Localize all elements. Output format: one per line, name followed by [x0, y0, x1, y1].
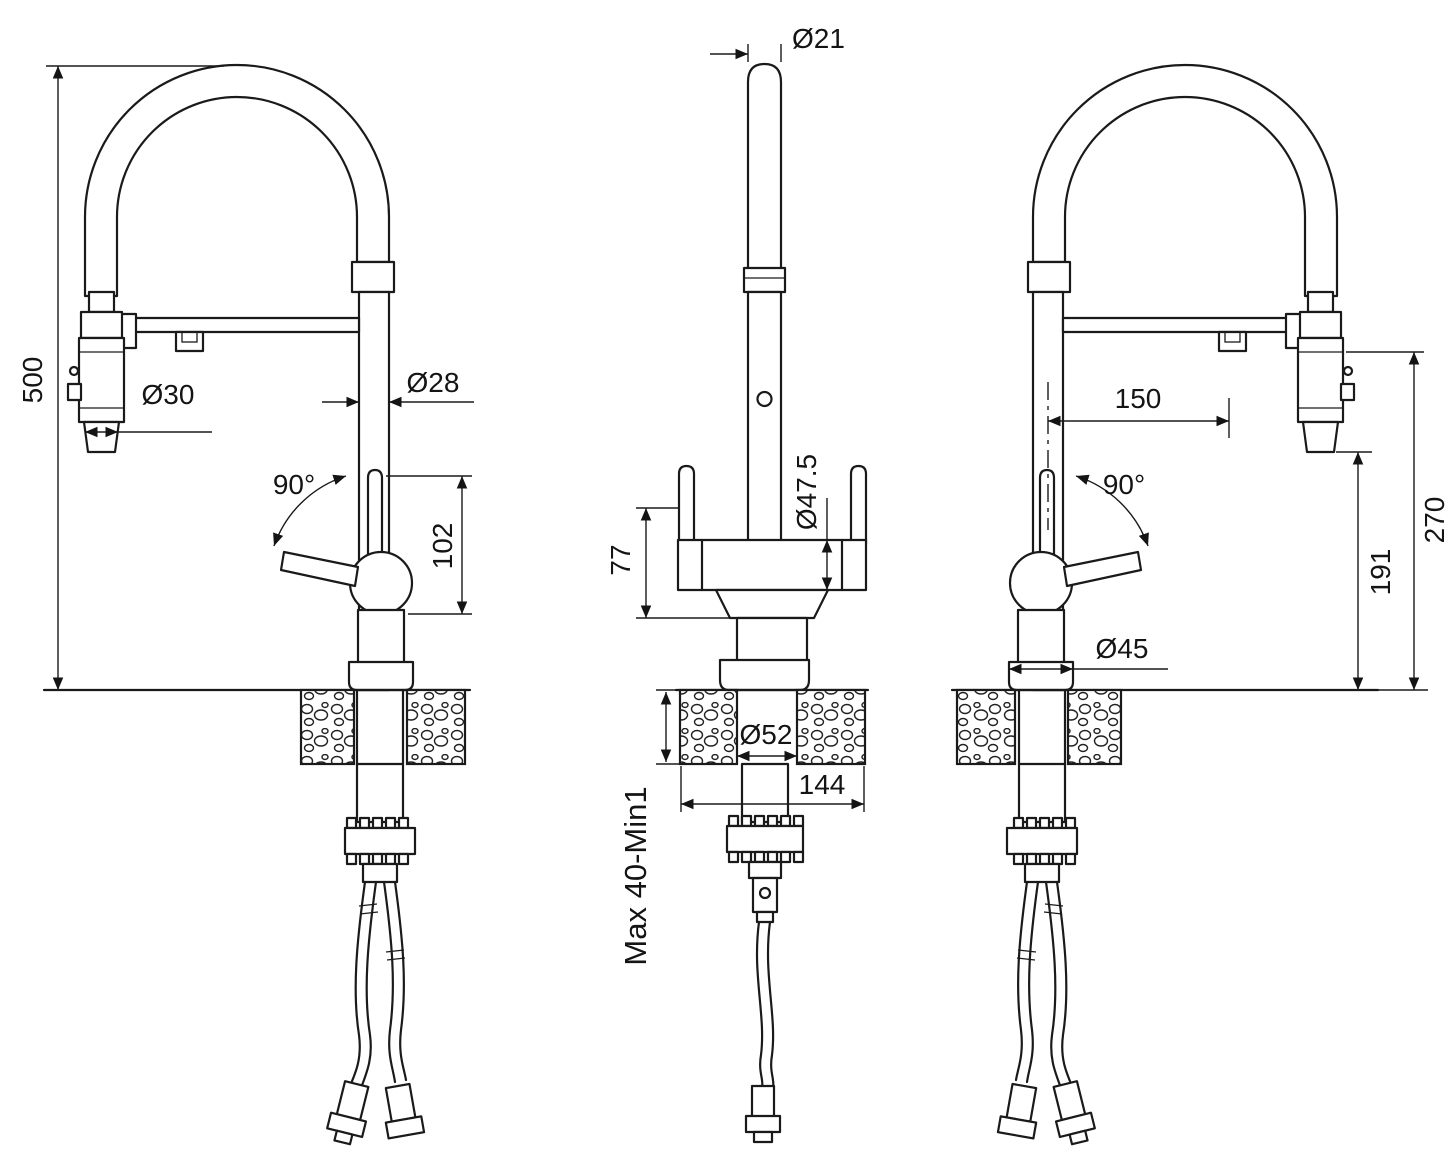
quick-connector	[751, 876, 779, 924]
spout-collar	[742, 266, 787, 294]
left-side-view	[42, 63, 472, 1148]
dim-base-diameter-label: Ø45	[1096, 633, 1149, 664]
dim-deck-span-label: 144	[799, 769, 846, 800]
dim-overall-height-label: 500	[17, 357, 48, 404]
dim-spray-head-diameter: Ø30	[85, 379, 212, 438]
front-base-flange	[718, 658, 811, 692]
dim-outlet-height-label: 191	[1365, 549, 1396, 596]
dim-underspout-height-label: 270	[1419, 497, 1450, 544]
dim-outlet-height: 191	[1336, 451, 1396, 690]
dim-body-diameter: Ø47.5	[791, 454, 833, 590]
front-mounting-hardware	[725, 762, 805, 880]
dim-spout-tube-diameter-label: Ø21	[792, 23, 845, 54]
dim-handle-swing-left-label: 90°	[273, 469, 315, 500]
front-view	[674, 62, 870, 1144]
right-side-view	[950, 63, 1380, 1148]
dim-spout-reach: 150	[1047, 382, 1230, 530]
side-handle-left	[677, 464, 696, 546]
spout-tube	[746, 62, 783, 274]
dim-deck-thickness: Max 40-Min1	[618, 689, 680, 966]
dim-deck-thickness-label: Max 40-Min1	[618, 786, 653, 965]
front-column	[746, 290, 783, 544]
dim-underspout-height: 270	[1346, 351, 1450, 691]
dim-handle-swing-right-label: 90°	[1103, 469, 1145, 500]
dim-deck-span: 144	[680, 766, 865, 812]
dim-shank-diameter: Ø52	[737, 719, 797, 762]
dim-handle-zone-height-label: 102	[427, 523, 458, 570]
body-housing	[676, 538, 868, 592]
dim-spout-reach-label: 150	[1115, 383, 1162, 414]
dim-shank-diameter-label: Ø52	[740, 719, 793, 750]
dim-spout-tube-diameter: Ø21	[710, 23, 845, 62]
dim-body-diameter-label: Ø47.5	[791, 454, 822, 530]
dim-spout-column-diameter-label: Ø28	[407, 367, 460, 398]
dim-spray-head-diameter-label: Ø30	[142, 379, 195, 410]
dim-handle-zone-height: 102	[386, 475, 472, 615]
side-handle-right	[849, 464, 868, 546]
dim-handle-swing-right: 90°	[1075, 469, 1149, 547]
logo-dot	[756, 390, 773, 408]
dim-handle-swing-left: 90°	[273, 469, 347, 547]
dim-body-height: 77	[605, 507, 732, 619]
dim-body-height-label: 77	[605, 544, 636, 575]
front-supply-hose	[744, 920, 782, 1144]
dim-spout-column-diameter: Ø28	[322, 367, 474, 408]
dim-base-diameter: Ø45	[1009, 633, 1168, 675]
dim-overall-height: 500	[17, 65, 224, 690]
front-countertop	[674, 688, 870, 766]
